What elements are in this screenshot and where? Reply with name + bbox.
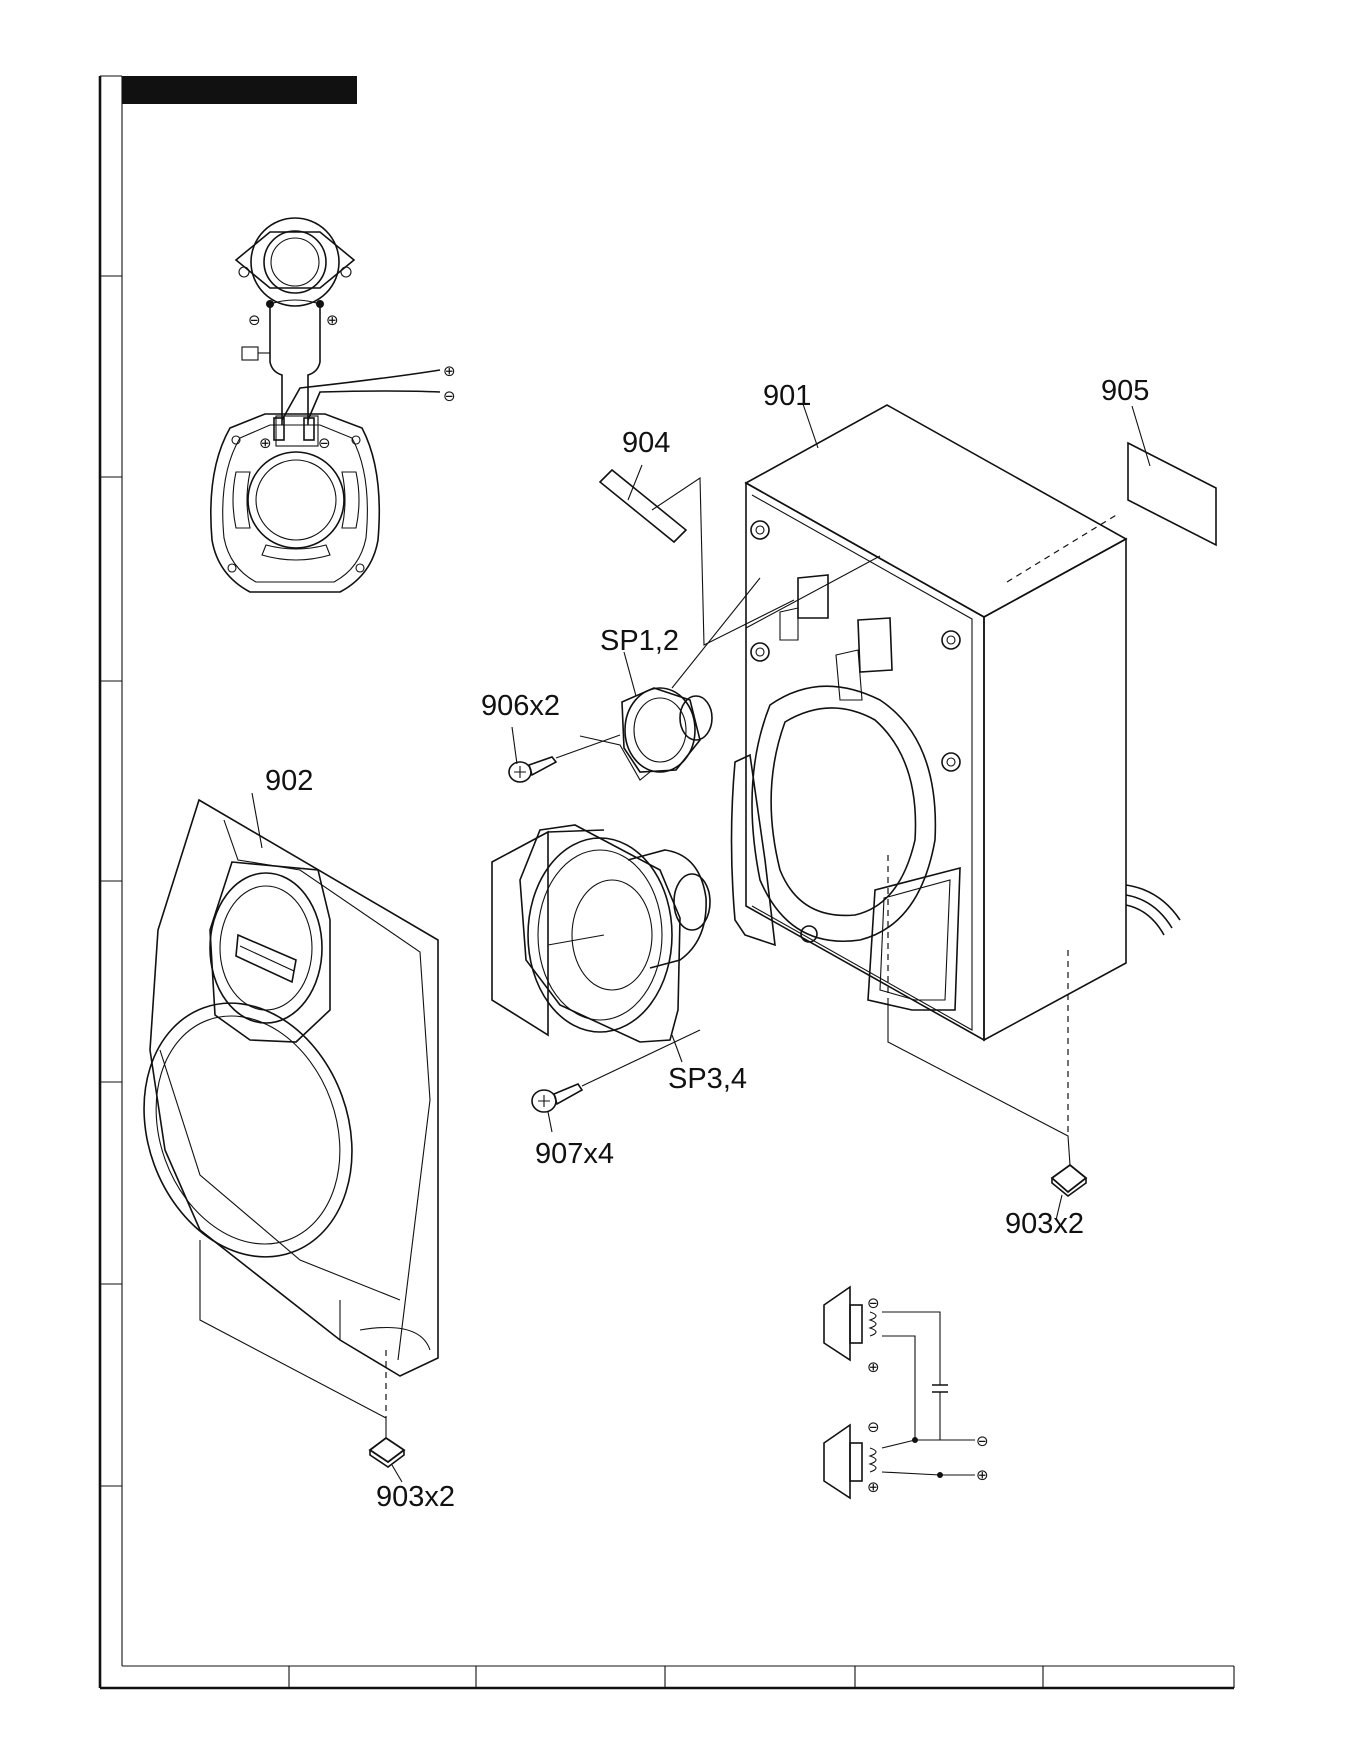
label-901: 901 [763, 380, 811, 412]
sch-out-minus: ⊖ [976, 1432, 989, 1450]
wiring-detail: ⊖ ⊕ ⊕ ⊖ ⊕ ⊖ [211, 218, 456, 592]
sch-lower-minus: ⊖ [867, 1418, 880, 1436]
foot-903-left: 903x2 [200, 1240, 455, 1513]
lead-plus-sign: ⊕ [443, 362, 456, 380]
woofer-sp3-4: SP3,4 [492, 825, 747, 1095]
woofer-front-view: ⊕ ⊖ ⊕ ⊖ [211, 362, 456, 592]
tweeter-sp1-2: SP1,2 [580, 578, 760, 780]
label-903-left: 903x2 [376, 1481, 455, 1513]
label-905: 905 [1101, 375, 1149, 407]
screw-907: 907x4 [532, 1030, 700, 1170]
screw-906: 906x2 [481, 690, 620, 782]
woofer-minus-sign: ⊖ [318, 434, 331, 452]
sch-upper-minus: ⊖ [867, 1294, 880, 1312]
lead-minus-sign: ⊖ [443, 387, 456, 405]
label-sp3-4: SP3,4 [668, 1063, 747, 1095]
sch-upper-plus: ⊕ [867, 1358, 880, 1376]
crossover-schematic: ⊖ ⊕ ⊖ ⊕ ⊖ ⊕ [824, 1287, 989, 1498]
tweeter-front-view: ⊖ ⊕ [236, 218, 354, 425]
part-905-back-plate: 905 [1101, 375, 1216, 545]
sch-lower-plus: ⊕ [867, 1478, 880, 1496]
label-907: 907x4 [535, 1138, 614, 1170]
sch-out-plus: ⊕ [976, 1466, 989, 1484]
foot-903-right: 903x2 [888, 855, 1086, 1240]
label-904: 904 [622, 427, 670, 459]
tweeter-minus-sign: ⊖ [248, 311, 261, 329]
front-grille-902: 902 [110, 765, 438, 1376]
tweeter-plus-sign: ⊕ [326, 311, 339, 329]
woofer-plus-sign: ⊕ [259, 434, 272, 452]
label-906: 906x2 [481, 690, 560, 722]
part-904-label-plate: 904 [600, 427, 794, 645]
cabinet-901 [732, 405, 1181, 1040]
label-903-right: 903x2 [1005, 1208, 1084, 1240]
label-sp1-2: SP1,2 [600, 625, 679, 657]
label-902: 902 [265, 765, 313, 797]
